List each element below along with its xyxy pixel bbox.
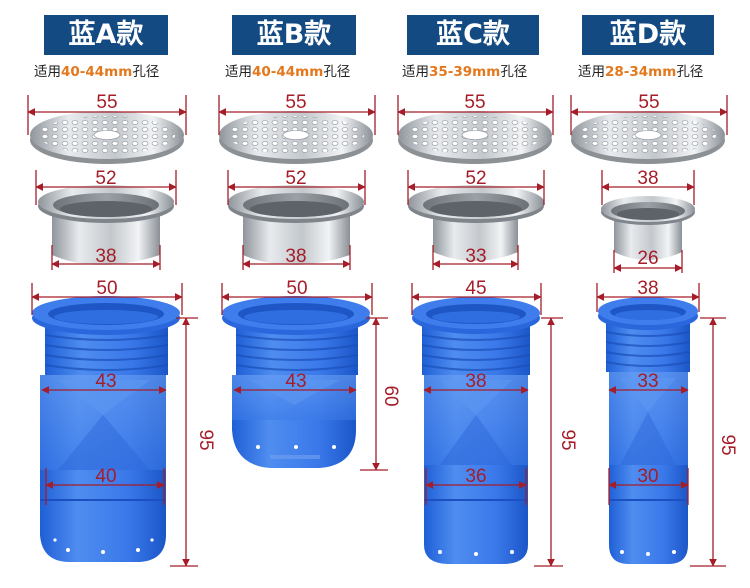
grate-diameter-label: 55 bbox=[464, 92, 485, 113]
cup-image bbox=[601, 196, 695, 260]
cup-bottom-diameter-label: 38 bbox=[95, 246, 116, 267]
range-value: 35-39mm bbox=[429, 64, 501, 80]
seal-image bbox=[32, 296, 180, 562]
dimension-lines bbox=[27, 95, 198, 567]
range-suffix: 孔径 bbox=[132, 64, 160, 80]
range-suffix: 孔径 bbox=[323, 64, 351, 80]
seal-bottom-diameter-label: 40 bbox=[95, 466, 116, 487]
range-value: 40-44mm bbox=[61, 64, 133, 80]
variant-c-badge: 蓝C款 bbox=[407, 15, 539, 55]
seal-length-label: 95 bbox=[195, 429, 216, 450]
grate-diameter-label: 55 bbox=[96, 92, 117, 113]
range-suffix: 孔径 bbox=[500, 64, 528, 80]
variant-b-badge: 蓝B款 bbox=[232, 15, 356, 55]
seal-mid-diameter-label: 33 bbox=[637, 371, 658, 392]
dimension-lines bbox=[397, 95, 563, 567]
dimension-lines bbox=[218, 95, 388, 471]
variant-a-art bbox=[27, 95, 198, 567]
seal-length-label: 60 bbox=[380, 385, 401, 406]
cup-image bbox=[228, 185, 364, 265]
cup-bottom-diameter-label: 38 bbox=[285, 246, 306, 267]
grate-image bbox=[398, 111, 552, 164]
seal-top-diameter-label: 45 bbox=[465, 278, 486, 299]
cup-bottom-diameter-label: 26 bbox=[637, 248, 658, 269]
seal-bottom-diameter-label: 30 bbox=[637, 466, 658, 487]
range-value: 28-34mm bbox=[605, 64, 677, 80]
grate-image bbox=[219, 111, 373, 164]
grate-diameter-label: 55 bbox=[285, 92, 306, 113]
grate-image bbox=[571, 111, 725, 164]
seal-mid-diameter-label: 43 bbox=[285, 371, 306, 392]
cup-image bbox=[38, 185, 174, 265]
seal-top-diameter-label: 38 bbox=[637, 278, 658, 299]
cup-top-diameter-label: 38 bbox=[637, 168, 658, 189]
cup-top-diameter-label: 52 bbox=[95, 168, 116, 189]
cup-image bbox=[408, 185, 544, 261]
dimension-labels: 55 52 38 50 43 40 95 55 52 38 50 43 60 5… bbox=[95, 92, 738, 487]
seal-image bbox=[222, 296, 370, 468]
variant-d-range: 适用28-34mm孔径 bbox=[578, 60, 750, 80]
seal-image bbox=[412, 297, 540, 564]
variant-b-range: 适用40-44mm孔径 bbox=[225, 60, 425, 80]
grate-diameter-label: 55 bbox=[638, 92, 659, 113]
seal-bottom-diameter-label: 36 bbox=[465, 466, 486, 487]
variant-a-range: 适用40-44mm孔径 bbox=[34, 60, 234, 80]
grate-image bbox=[30, 111, 184, 164]
range-prefix: 适用 bbox=[34, 64, 61, 80]
cup-top-diameter-label: 52 bbox=[465, 168, 486, 189]
variant-b-art bbox=[218, 95, 388, 471]
seal-length-label: 95 bbox=[717, 434, 738, 455]
dimension-lines bbox=[570, 95, 728, 567]
seal-mid-diameter-label: 38 bbox=[465, 371, 486, 392]
range-suffix: 孔径 bbox=[676, 64, 704, 80]
seal-image bbox=[598, 297, 698, 564]
variant-d-badge: 蓝D款 bbox=[582, 15, 714, 55]
cup-top-diameter-label: 52 bbox=[285, 168, 306, 189]
seal-top-diameter-label: 50 bbox=[286, 278, 307, 299]
seal-length-label: 95 bbox=[557, 429, 578, 450]
seal-mid-diameter-label: 43 bbox=[95, 371, 116, 392]
seal-top-diameter-label: 50 bbox=[96, 278, 117, 299]
variant-c-art bbox=[397, 95, 563, 567]
range-prefix: 适用 bbox=[402, 64, 429, 80]
range-value: 40-44mm bbox=[252, 64, 324, 80]
variant-d-art bbox=[570, 95, 728, 567]
variant-a-badge: 蓝A款 bbox=[44, 15, 168, 55]
range-prefix: 适用 bbox=[225, 64, 252, 80]
cup-bottom-diameter-label: 33 bbox=[465, 246, 486, 267]
range-prefix: 适用 bbox=[578, 64, 605, 80]
variant-c-range: 适用35-39mm孔径 bbox=[402, 60, 602, 80]
